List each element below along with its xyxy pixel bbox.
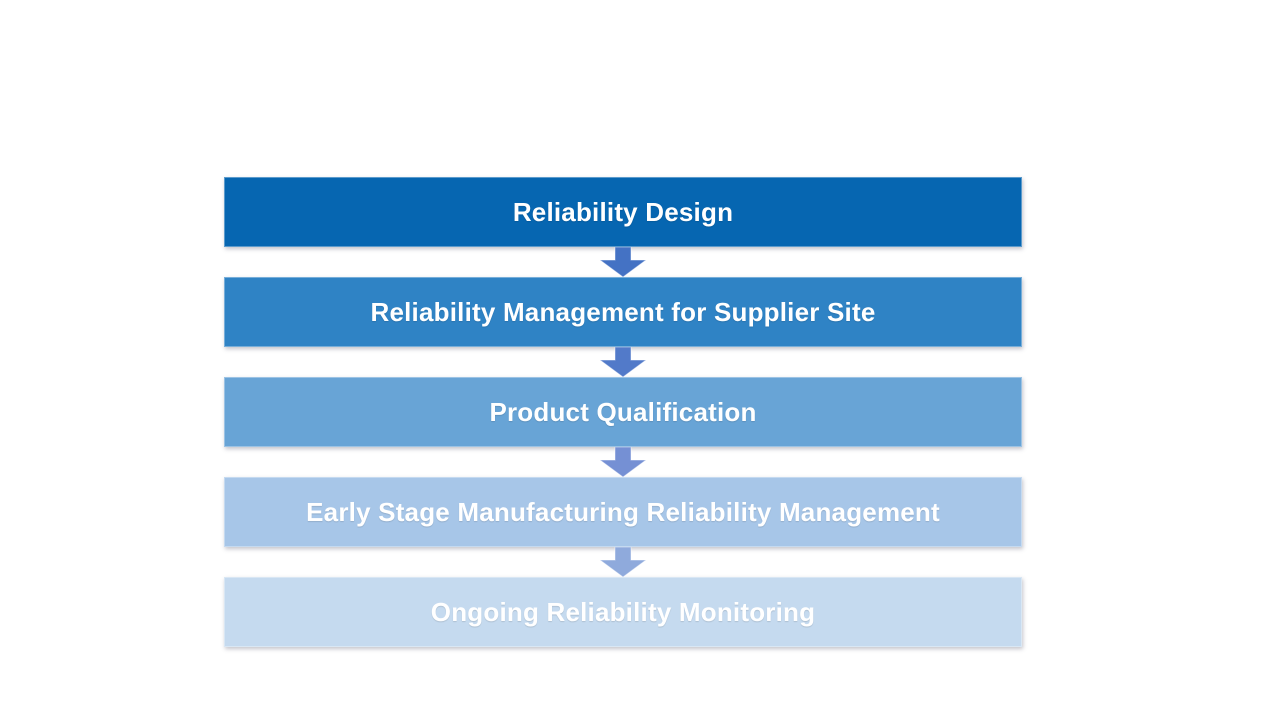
process-step-ongoing-monitoring: Ongoing Reliability Monitoring	[224, 577, 1022, 647]
process-step-label: Early Stage Manufacturing Reliability Ma…	[306, 496, 940, 527]
down-arrow-icon	[600, 447, 646, 477]
connector-3	[224, 447, 1022, 477]
process-step-label: Reliability Management for Supplier Site	[370, 296, 876, 327]
process-step-early-stage-manufacturing: Early Stage Manufacturing Reliability Ma…	[224, 477, 1022, 547]
connector-1	[224, 247, 1022, 277]
down-arrow-icon	[600, 347, 646, 377]
down-arrow-icon	[600, 547, 646, 577]
connector-4	[224, 547, 1022, 577]
process-step-product-qualification: Product Qualification	[224, 377, 1022, 447]
process-step-reliability-design: Reliability Design	[224, 177, 1022, 247]
process-step-label: Ongoing Reliability Monitoring	[430, 596, 816, 627]
process-step-supplier-site: Reliability Management for Supplier Site	[224, 277, 1022, 347]
process-step-label: Reliability Design	[512, 196, 734, 227]
down-arrow-icon	[600, 247, 646, 277]
connector-2	[224, 347, 1022, 377]
process-flow-diagram: Reliability Design Reliability Managemen…	[224, 177, 1022, 647]
process-step-label: Product Qualification	[489, 396, 757, 427]
